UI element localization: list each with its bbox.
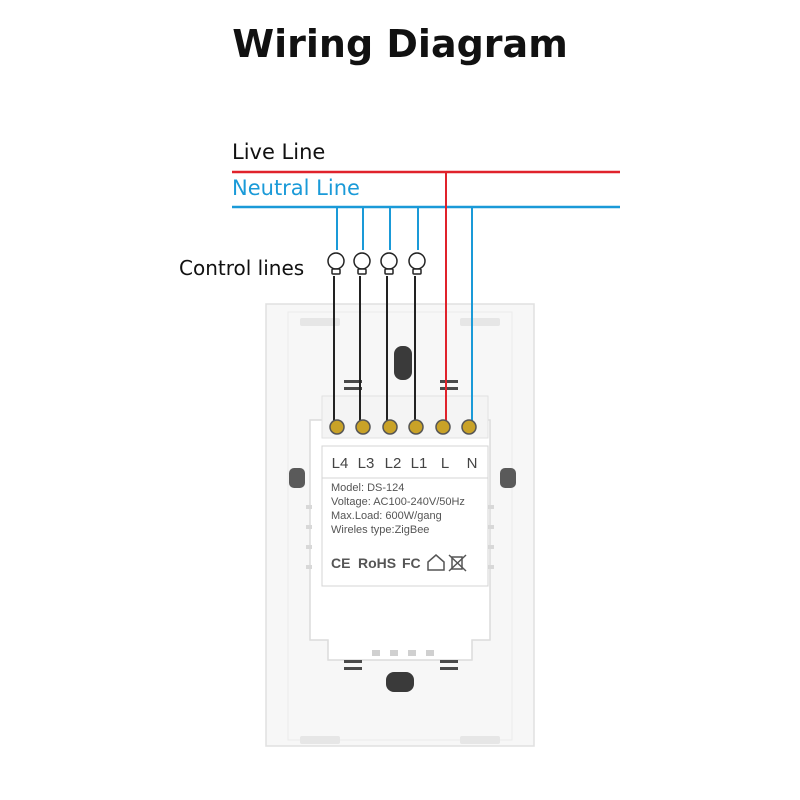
cert-ce: CE: [331, 555, 351, 571]
cert-rohs: RoHS: [358, 555, 397, 571]
bulb-neutral-wires: [336, 207, 419, 250]
bottom-clip-right: [460, 736, 500, 744]
neutral-line-label: Neutral Line: [232, 176, 360, 200]
bottom-clip-left: [300, 736, 340, 744]
terminal-label-l: L: [440, 455, 450, 472]
side-ribs: [306, 505, 494, 569]
terminal-label-l4: L4: [331, 455, 349, 472]
spec-load: Max.Load: 600W/gang: [331, 510, 442, 522]
terminal-label-l3: L3: [357, 455, 375, 472]
diagram-title: Wiring Diagram: [232, 22, 568, 66]
terminal-label-l1: L1: [410, 455, 428, 472]
terminal-screws: [329, 419, 477, 435]
house-icon: [427, 554, 445, 571]
bottom-ribs: [372, 650, 434, 656]
mount-hole-right: [500, 468, 516, 488]
label-panel: [321, 445, 489, 587]
bottom-vents: [344, 660, 458, 670]
spec-wireless: Wireles type:ZigBee: [331, 524, 430, 536]
plate-inner-frame: [287, 311, 513, 741]
top-clip-right: [460, 318, 500, 326]
top-vents: [344, 380, 458, 390]
lightbulb-icon: [353, 252, 371, 275]
lightbulb-icon: [408, 252, 426, 275]
mount-hole-left: [289, 468, 305, 488]
crossed-bin-icon: [448, 554, 467, 572]
control-wires: [333, 276, 416, 426]
live-line-label: Live Line: [232, 140, 326, 164]
lightbulb-icon: [327, 252, 345, 275]
terminal-label-l2: L2: [384, 455, 402, 472]
top-clip-left: [300, 318, 340, 326]
control-lines-label: Control lines: [179, 256, 305, 280]
top-slot: [394, 346, 412, 380]
spec-voltage: Voltage: AC100-240V/50Hz: [331, 496, 465, 508]
cert-fc: FC: [402, 555, 421, 571]
terminal-label-n: N: [466, 455, 478, 472]
lightbulb-icon: [380, 252, 398, 275]
module-top-block: [321, 395, 489, 439]
bottom-slot: [386, 672, 414, 692]
spec-model: Model: DS-124: [331, 482, 405, 494]
